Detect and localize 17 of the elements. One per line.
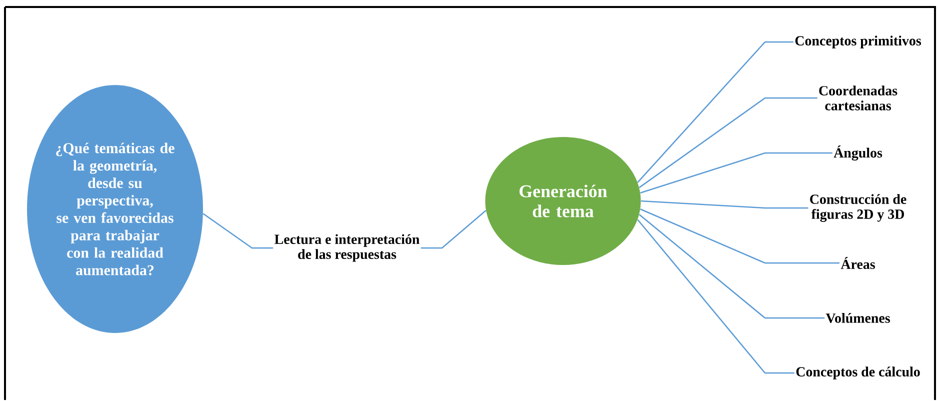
topic-label: Conceptos primitivos bbox=[795, 36, 922, 48]
connector-line bbox=[640, 208, 840, 264]
topic-label: Coordenadas cartesianas bbox=[819, 86, 898, 110]
connector-line bbox=[202, 213, 274, 249]
step-label: Lectura e interpretación de las respuestas bbox=[274, 234, 420, 262]
connector-line bbox=[638, 214, 825, 319]
topic-label: Conceptos de cálculo bbox=[796, 366, 920, 380]
topic-label: Volúmenes bbox=[826, 313, 890, 323]
connector-line bbox=[637, 41, 794, 183]
connector-line bbox=[420, 210, 486, 249]
topic-label: Áreas bbox=[840, 256, 875, 270]
connector-line bbox=[640, 200, 808, 209]
topic-label: Ángulos bbox=[834, 145, 882, 161]
connector-line bbox=[640, 152, 832, 194]
connector-line bbox=[638, 97, 818, 188]
connector-line bbox=[637, 219, 794, 374]
topic-label: Construcción de figuras 2D y 3D bbox=[810, 194, 906, 222]
